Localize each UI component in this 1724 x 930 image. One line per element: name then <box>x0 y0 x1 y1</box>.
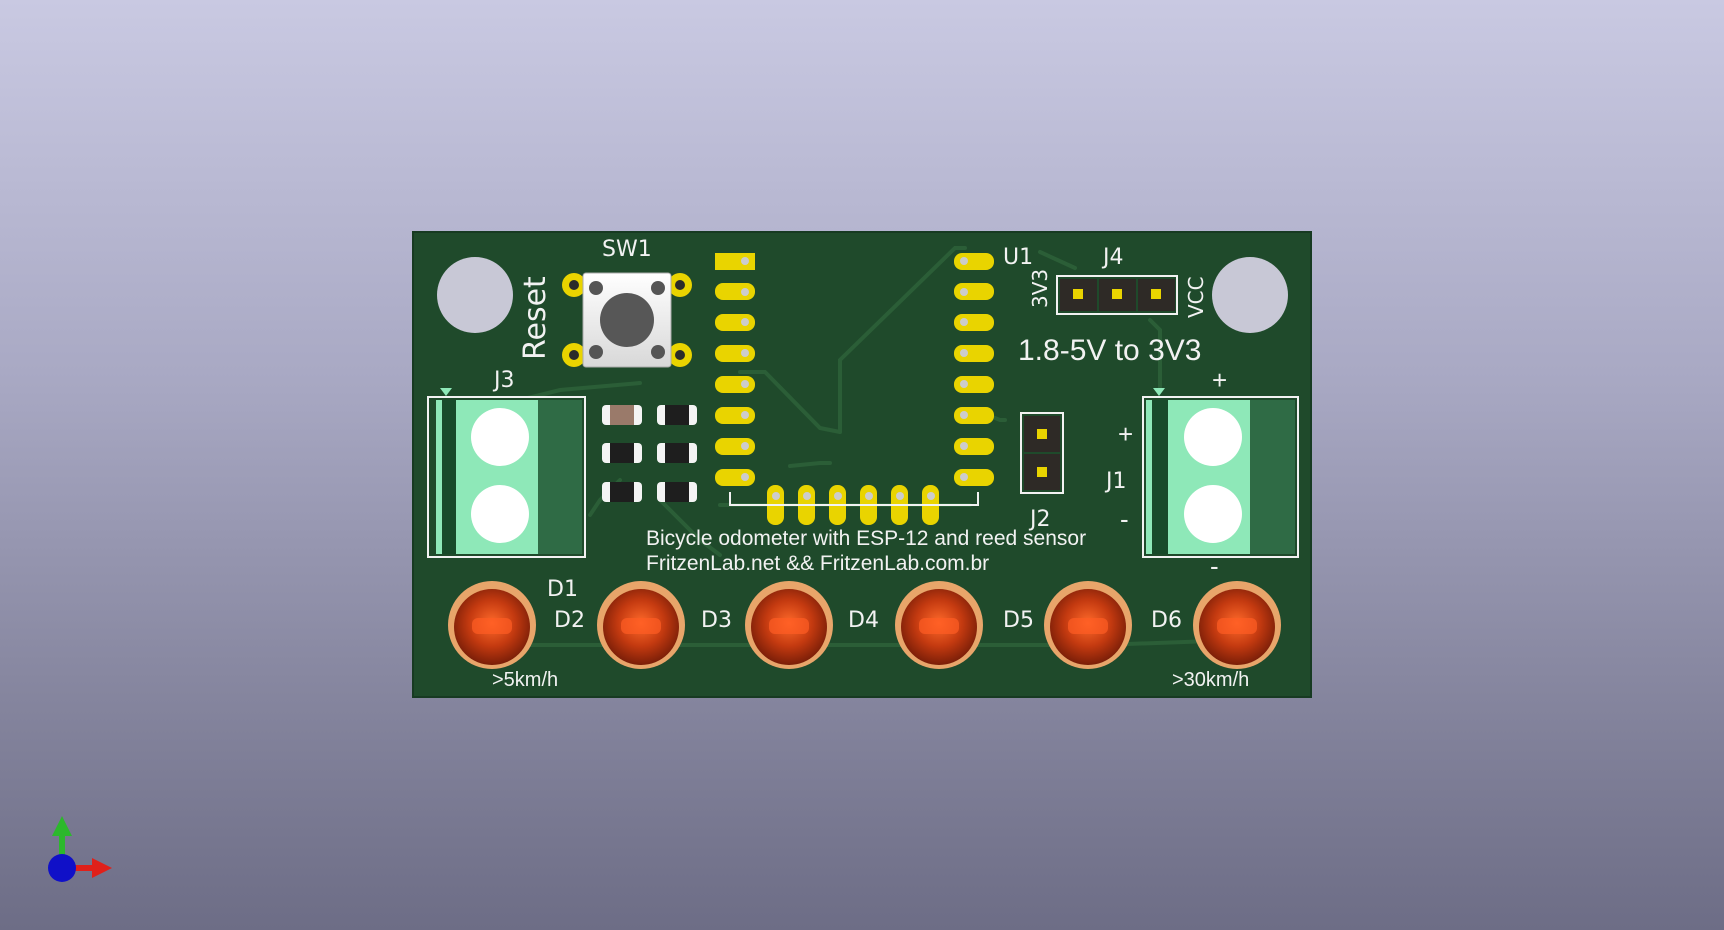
mounting-hole-right <box>1212 257 1288 333</box>
d5-ref-label: D5 <box>1003 608 1034 633</box>
d3-ref-label: D3 <box>701 608 732 633</box>
j1-plus-label: + <box>1118 419 1133 449</box>
led-d2[interactable] <box>597 581 685 669</box>
j3-ref-label: J3 <box>492 368 515 393</box>
led-d1[interactable] <box>448 581 536 669</box>
j4-vcc-label: VCC <box>1184 276 1208 318</box>
regulator-label: 1.8-5V to 3V3 <box>1018 334 1201 367</box>
screw-terminal-j1[interactable] <box>1142 388 1299 558</box>
j1-plus-top-label: + <box>1212 365 1227 395</box>
j2-ref-label: J2 <box>1028 507 1051 532</box>
screw-terminal-j3[interactable] <box>427 388 586 558</box>
j4-3v3-label: 3V3 <box>1028 269 1052 308</box>
pcb-board[interactable]: SW1 Reset U1 <box>412 231 1312 698</box>
led-d5[interactable] <box>1044 581 1132 669</box>
d2-ref-label: D2 <box>554 608 585 633</box>
d6-ref-label: D6 <box>1151 608 1182 633</box>
smd-components[interactable] <box>602 405 697 502</box>
reset-button-sw1[interactable] <box>562 272 692 368</box>
j1-minus-label: - <box>1120 504 1129 534</box>
led-d4[interactable] <box>895 581 983 669</box>
j1-minus-bottom-label: - <box>1210 551 1219 581</box>
led-d6[interactable] <box>1193 581 1281 669</box>
board-title-line1: Bicycle odometer with ESP-12 and reed se… <box>646 527 1086 550</box>
u1-ref-label: U1 <box>1003 245 1033 270</box>
mounting-hole-left <box>437 257 513 333</box>
esp12-module-u1[interactable] <box>715 253 994 525</box>
jumper-j2[interactable] <box>1020 412 1064 494</box>
xyz-axis-gizmo-icon <box>48 816 112 882</box>
d4-ref-label: D4 <box>848 608 879 633</box>
speed-high-label: >30km/h <box>1172 669 1249 691</box>
speed-low-label: >5km/h <box>492 669 558 691</box>
j1-ref-label: J1 <box>1104 469 1127 494</box>
led-d3[interactable] <box>745 581 833 669</box>
j4-ref-label: J4 <box>1101 245 1124 270</box>
d1-ref-label: D1 <box>547 577 578 602</box>
reset-label: Reset <box>518 276 553 360</box>
board-title-line2: FritzenLab.net && FritzenLab.com.br <box>646 552 989 575</box>
sw1-ref-label: SW1 <box>602 237 652 262</box>
jumper-header-j4[interactable] <box>1056 275 1178 315</box>
